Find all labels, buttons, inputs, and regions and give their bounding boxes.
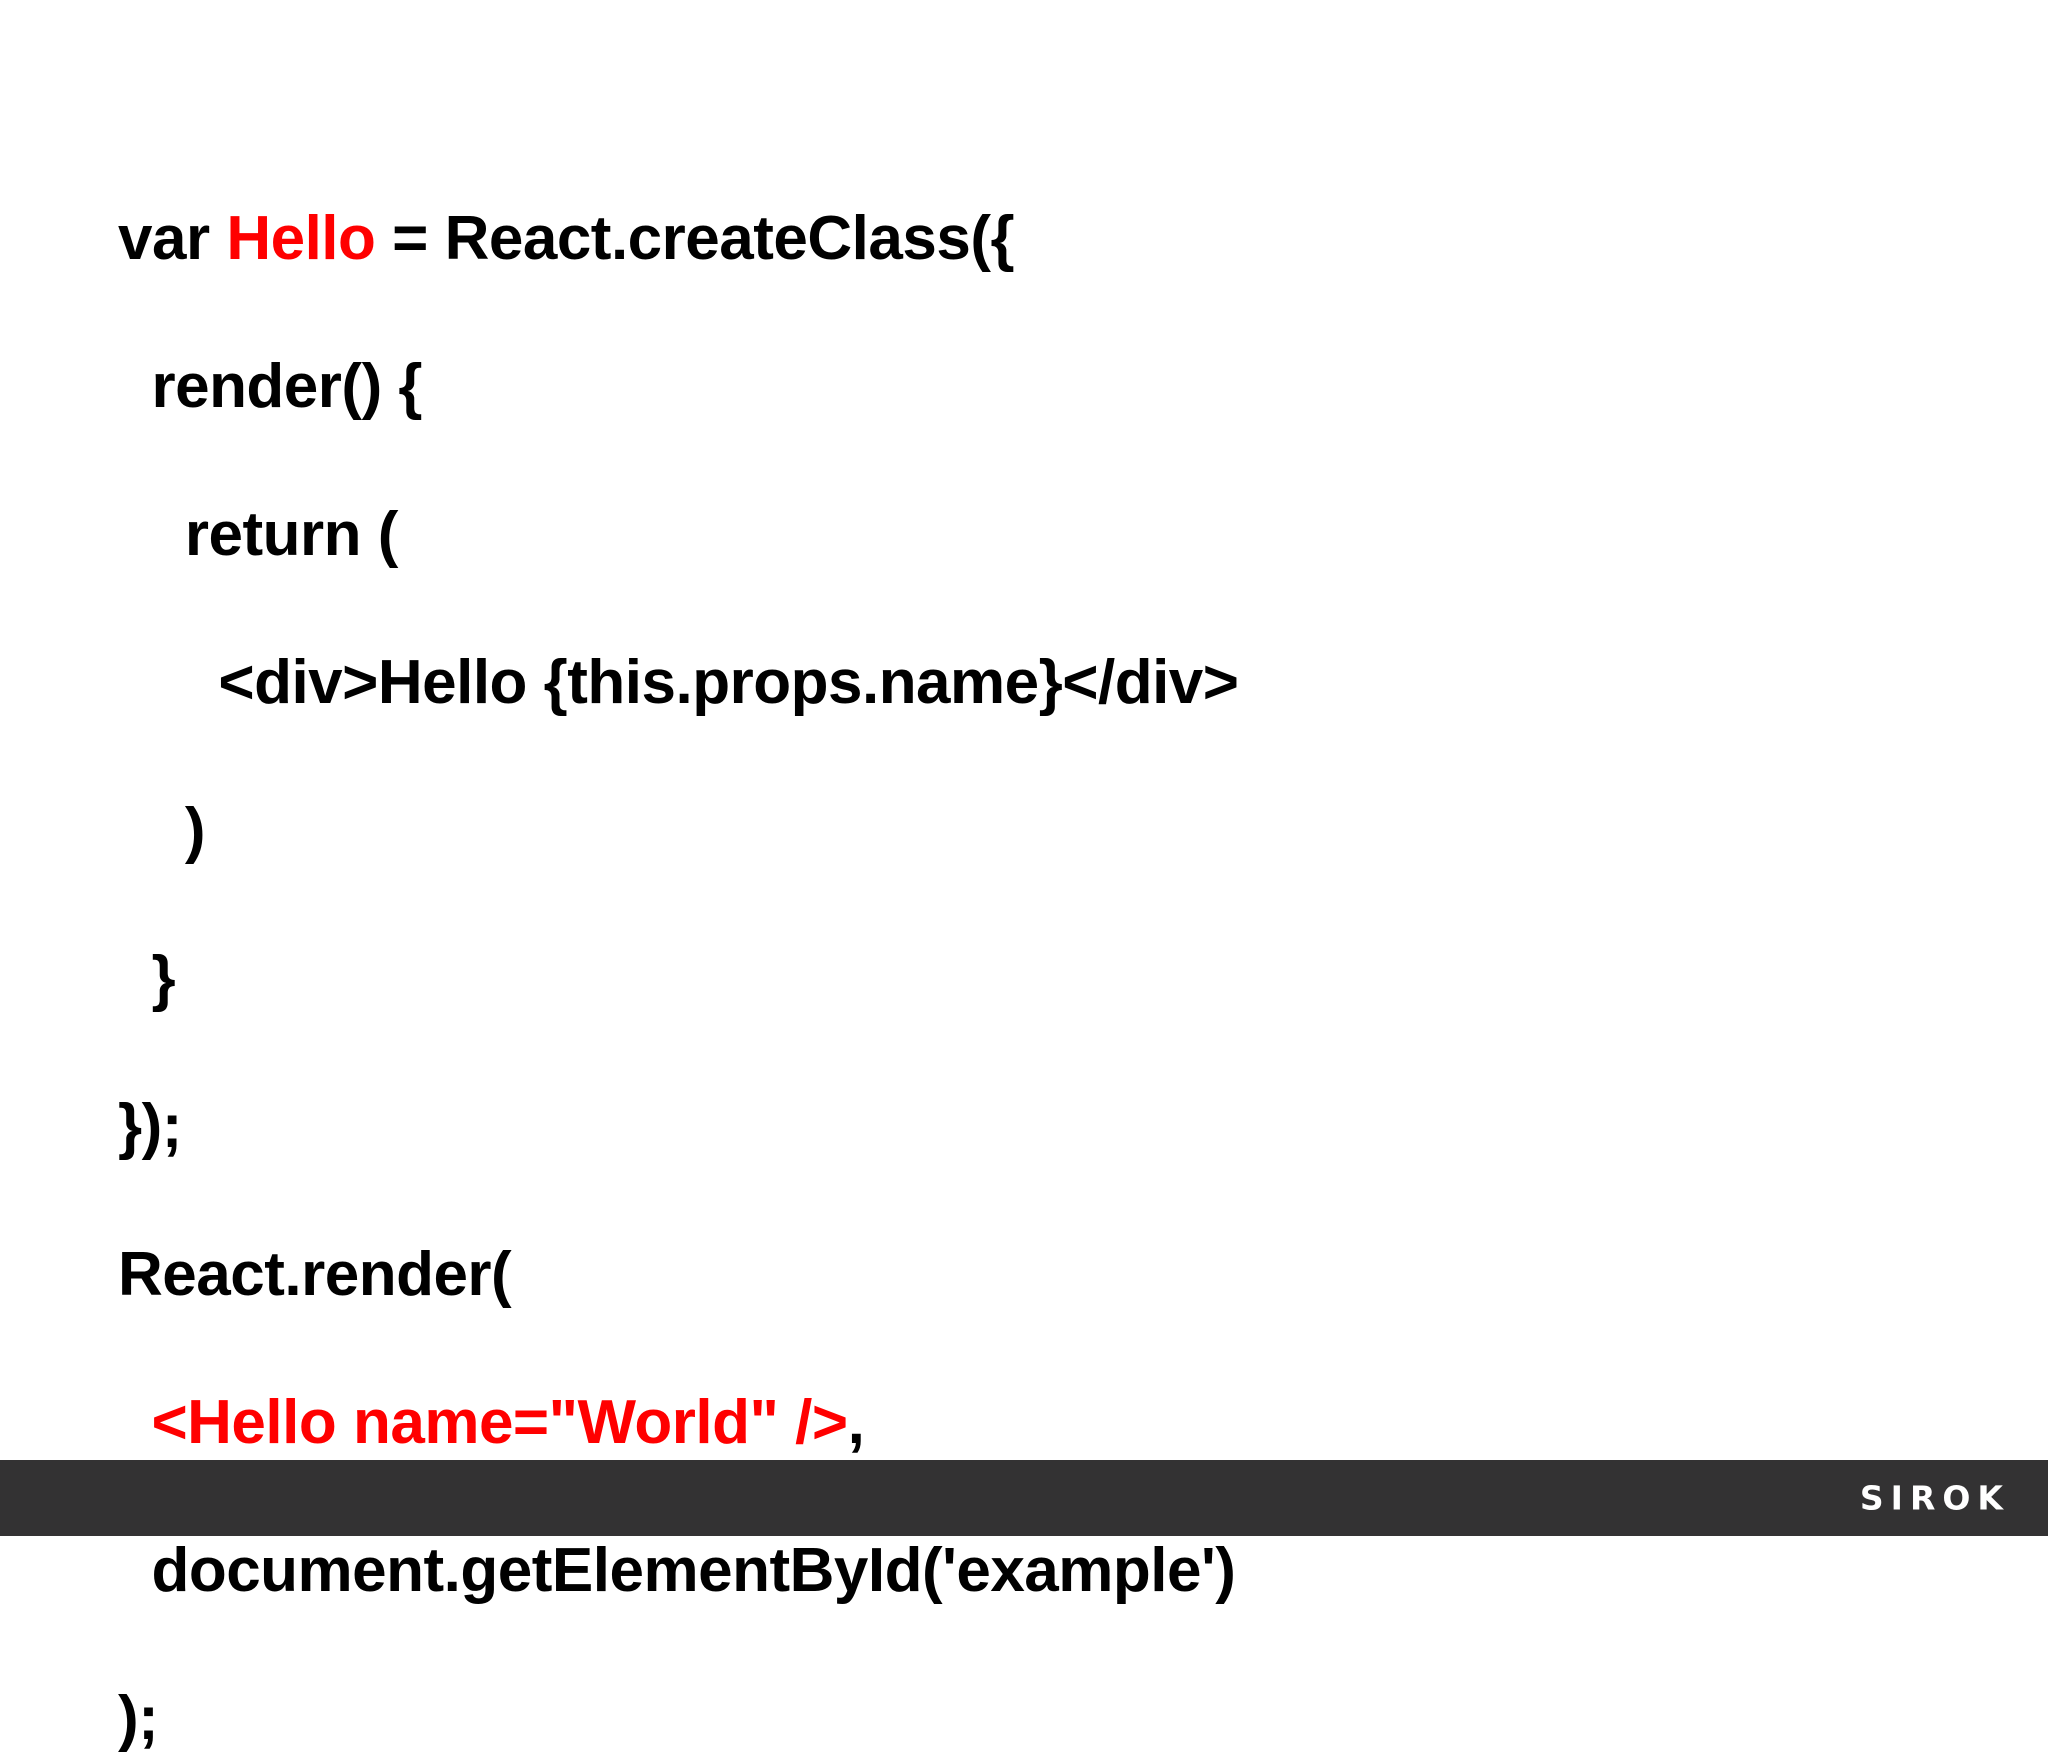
code-token: ); xyxy=(118,1684,159,1753)
code-line: } xyxy=(118,942,1918,1016)
code-token: render() { xyxy=(151,352,423,421)
code-token: ) xyxy=(184,796,206,865)
code-indent xyxy=(118,500,185,569)
code-token: , xyxy=(847,1388,865,1457)
code-token: return ( xyxy=(184,500,399,569)
code-token-highlight: Hello xyxy=(226,204,376,273)
code-line: document.getElementById('example') xyxy=(118,1534,1918,1608)
code-line: }); xyxy=(118,1090,1918,1164)
code-token: } xyxy=(151,944,176,1013)
code-line: var Hello = React.createClass({ xyxy=(118,202,1918,276)
code-indent xyxy=(118,648,218,717)
code-indent xyxy=(118,352,151,421)
code-line: return ( xyxy=(118,498,1918,572)
code-indent xyxy=(118,1536,151,1605)
code-line: <div>Hello {this.props.name}</div> xyxy=(118,646,1918,720)
code-token: var xyxy=(118,204,227,273)
presentation-slide: var Hello = React.createClass({ render()… xyxy=(0,202,2048,1753)
code-line: ); xyxy=(118,1682,1918,1756)
slide-footer-bar: SIROK xyxy=(0,1460,2048,1536)
code-token: <div>Hello {this.props.name}</div> xyxy=(218,648,1239,717)
code-indent xyxy=(118,944,151,1013)
code-token: = React.createClass({ xyxy=(375,204,1015,273)
code-line: React.render( xyxy=(118,1238,1918,1312)
code-line: <Hello name="World" />, xyxy=(118,1386,1918,1460)
code-line: render() { xyxy=(118,350,1918,424)
code-token: document.getElementById('example') xyxy=(151,1536,1236,1605)
code-indent xyxy=(118,796,185,865)
sirok-brand-logo: SIROK xyxy=(1859,1478,2010,1518)
code-token: React.render( xyxy=(118,1240,512,1309)
code-line: ) xyxy=(118,794,1918,868)
code-indent xyxy=(118,1388,151,1457)
code-token-highlight: <Hello name="World" /> xyxy=(151,1388,848,1457)
code-token: }); xyxy=(118,1092,182,1161)
